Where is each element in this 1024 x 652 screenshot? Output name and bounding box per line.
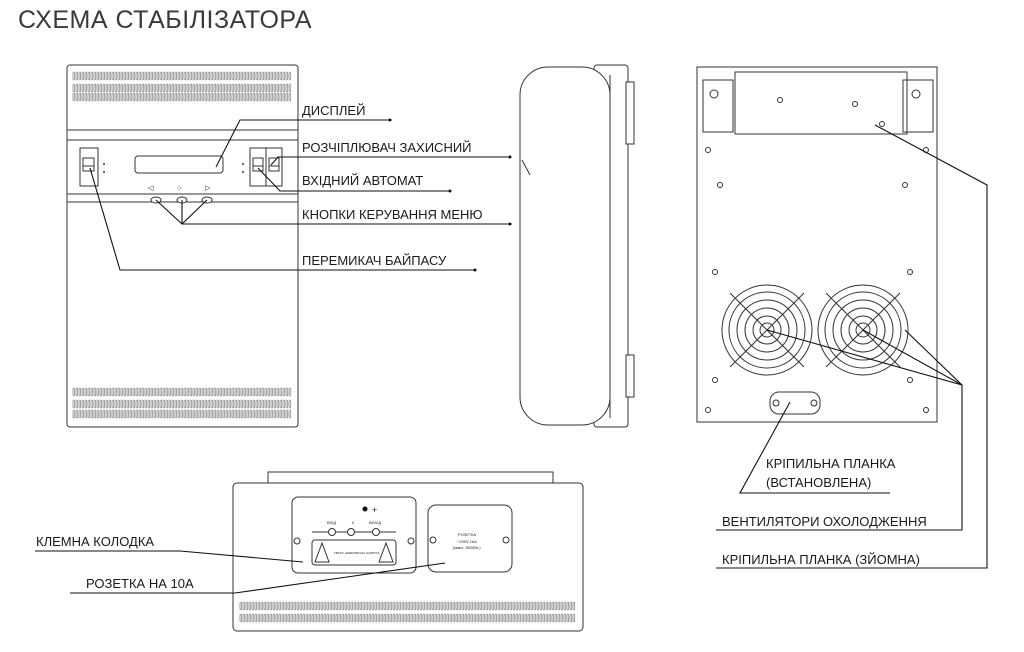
- label-bypass-switch: ПЕРЕМИКАЧ БАЙПАСУ: [302, 253, 447, 268]
- terminal-zero-label: 0: [352, 520, 355, 525]
- left-button-icon: ◁: [148, 185, 154, 192]
- label-cooling-fans: ВЕНТИЛЯТОРИ ОХОЛОДЖЕННЯ: [722, 514, 927, 529]
- front-top-vents: [72, 71, 292, 102]
- back-view: [696, 66, 938, 423]
- display-window: [134, 155, 224, 174]
- mounting-hole: [907, 269, 913, 275]
- bottom-view: + ВХІД 0 ВИХІД УВАГА! НЕБЕЗПЕЧНА НАПРУГА…: [232, 471, 584, 632]
- socket-title: РОЗЕТКА: [458, 532, 477, 537]
- bottom-leader-lines: [35, 550, 446, 594]
- label-protective-breaker: РОЗЧІПЛЮВАЧ ЗАХИСНИЙ: [302, 140, 472, 155]
- mounting-hole: [717, 182, 723, 188]
- socket-max: (макс. 3500Вт.): [453, 545, 481, 550]
- label-terminal-block: КЛЕМНА КОЛОДКА: [36, 534, 154, 549]
- mounting-hole: [923, 407, 929, 413]
- label-menu-buttons: КНОПКИ КЕРУВАННЯ МЕНЮ: [302, 207, 483, 222]
- label-display: ДИСПЛЕЙ: [302, 103, 365, 118]
- front-bottom-vents: [72, 387, 292, 419]
- label-mount-bar-installed-2: (ВСТАНОВЛЕНА): [766, 475, 871, 490]
- label-socket-10a: РОЗЕТКА НА 10А: [86, 576, 194, 591]
- bottom-vents: [239, 601, 576, 623]
- terminal-out-label: ВИХІД: [369, 520, 381, 525]
- right-button-icon: ▷: [205, 185, 211, 192]
- mounting-hole: [705, 147, 711, 153]
- mount-bar-installed: [769, 391, 821, 415]
- mounting-hole: [902, 182, 908, 188]
- mounting-hole: [712, 269, 718, 275]
- ground-icon: +: [372, 505, 377, 515]
- terminal-in-label: ВХІД: [327, 520, 336, 525]
- label-mount-bar-installed-1: КРІПИЛЬНА ПЛАНКА: [766, 456, 896, 471]
- mounting-hole: [907, 377, 913, 383]
- ok-button-icon: ○: [177, 185, 181, 192]
- diagram-title: СХЕМА СТАБІЛІЗАТОРА: [18, 6, 313, 34]
- mounting-hole: [879, 121, 885, 127]
- front-view: ◁ ○ ▷: [66, 64, 299, 428]
- mounting-hole: [852, 101, 858, 107]
- mounting-hole: [712, 377, 718, 383]
- front-leader-lines: [89, 118, 512, 272]
- back-leader-lines: [716, 124, 988, 569]
- mounting-hole: [705, 407, 711, 413]
- label-mount-bar-removable: КРІПИЛЬНА ПЛАНКА (ЗЙОМНА): [722, 552, 920, 567]
- warning-text: УВАГА! НЕБЕЗПЕЧНА НАПРУГА: [334, 551, 380, 555]
- mount-bar-removable: [734, 71, 908, 135]
- mounting-hole: [777, 97, 783, 103]
- side-view: [519, 64, 635, 428]
- label-input-breaker: ВХІДНИЙ АВТОМАТ: [302, 173, 423, 188]
- socket-cover: [427, 504, 513, 573]
- socket-rating: ~230V 16A: [457, 539, 477, 544]
